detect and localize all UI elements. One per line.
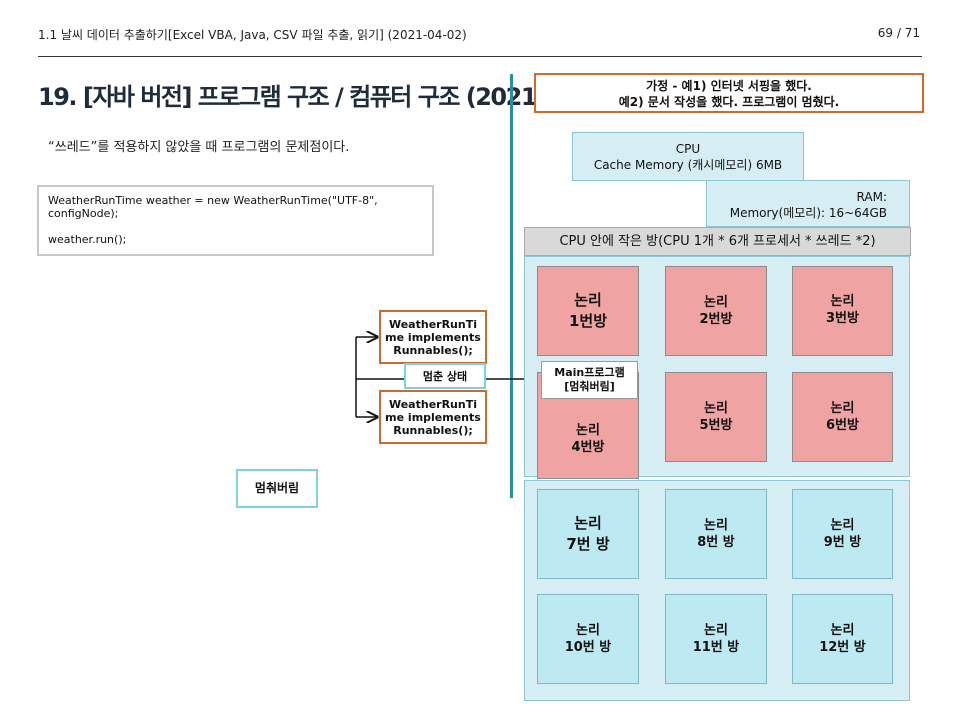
stopped-state-label: 멈춘 상태 (404, 363, 486, 389)
logical-room-1: 논리 1번방 (537, 266, 639, 356)
cpu-label: CPU (675, 142, 701, 156)
logical-room-8-label: 논리 8번 방 (697, 518, 735, 550)
ram-label: RAM: (856, 190, 887, 204)
main-program-box: Main프로그램 [멈춰버림] (541, 361, 638, 399)
logical-room-3-label: 논리 3번방 (826, 294, 859, 326)
assumption-line-1: 가정 - 예1) 인터넷 서핑을 했다. (646, 79, 812, 93)
assumption-box: 가정 - 예1) 인터넷 서핑을 했다. 예2) 문서 작성을 했다. 프로그램… (534, 73, 924, 113)
slide-title: 19. [자바 버전] 프로그램 구조 / 컴퓨터 구조 (2021-04-0 (38, 83, 538, 111)
logical-room-6: 논리 6번방 (792, 372, 893, 462)
code-line-1: WeatherRunTime weather = new WeatherRunT… (48, 194, 382, 220)
vertical-divider (510, 74, 513, 498)
thread-box-top: WeatherRunTi me implements Runnables(); (379, 310, 487, 364)
code-box: WeatherRunTime weather = new WeatherRunT… (37, 185, 434, 256)
thread-box-bottom: WeatherRunTi me implements Runnables(); (379, 390, 487, 444)
logical-room-3: 논리 3번방 (792, 266, 893, 356)
logical-room-9-label: 논리 9번 방 (823, 518, 862, 550)
main-program-status: [멈춰버림] (564, 380, 615, 393)
assumption-line-2: 예2) 문서 작성을 했다. 프로그램이 멈췄다. (618, 95, 840, 109)
main-program-label: Main프로그램 (554, 366, 625, 379)
logical-room-7: 논리 7번 방 (537, 489, 639, 579)
cpu-box: CPU Cache Memory (캐시메모리) 6MB (572, 132, 804, 181)
logical-room-10: 논리 10번 방 (537, 594, 639, 684)
slide-subtitle: “쓰레드”를 적용하지 않았을 때 프로그램의 문제점이다. (48, 140, 350, 155)
logical-room-5-label: 논리 5번방 (699, 401, 733, 433)
header-divider (38, 56, 922, 57)
logical-room-9: 논리 9번 방 (792, 489, 893, 579)
cpu-inner-rooms-header: CPU 안에 작은 방(CPU 1개 * 6개 프로세서 * 쓰레드 *2) (524, 227, 911, 256)
logical-room-8: 논리 8번 방 (665, 489, 767, 579)
logical-room-12: 논리 12번 방 (792, 594, 893, 684)
logical-room-7-label: 논리 7번 방 (566, 514, 610, 553)
logical-room-1-label: 논리 1번방 (568, 291, 608, 330)
memory-label: Memory(메모리): 16~64GB (729, 206, 887, 220)
page-number: 69 / 71 (877, 26, 920, 40)
code-line-2 (48, 220, 423, 233)
logical-room-2: 논리 2번방 (665, 266, 767, 356)
cache-memory-label: Cache Memory (캐시메모리) 6MB (593, 158, 783, 172)
logical-room-12-label: 논리 12번 방 (819, 623, 866, 655)
logical-room-4-label: 논리 4번방 (571, 422, 605, 455)
ram-box: RAM: Memory(메모리): 16~64GB (706, 180, 910, 227)
logical-room-11-label: 논리 11번 방 (692, 623, 740, 655)
logical-room-5: 논리 5번방 (665, 372, 767, 462)
logical-room-11: 논리 11번 방 (665, 594, 767, 684)
breadcrumb: 1.1 날씨 데이터 추출하기[Excel VBA, Java, CSV 파일 … (38, 28, 467, 42)
logical-room-2-label: 논리 2번방 (699, 295, 733, 327)
logical-room-10-label: 논리 10번 방 (564, 623, 612, 655)
code-line-3: weather.run(); (48, 233, 127, 246)
frozen-label: 멈춰버림 (236, 469, 318, 508)
logical-room-6-label: 논리 6번방 (826, 401, 859, 433)
